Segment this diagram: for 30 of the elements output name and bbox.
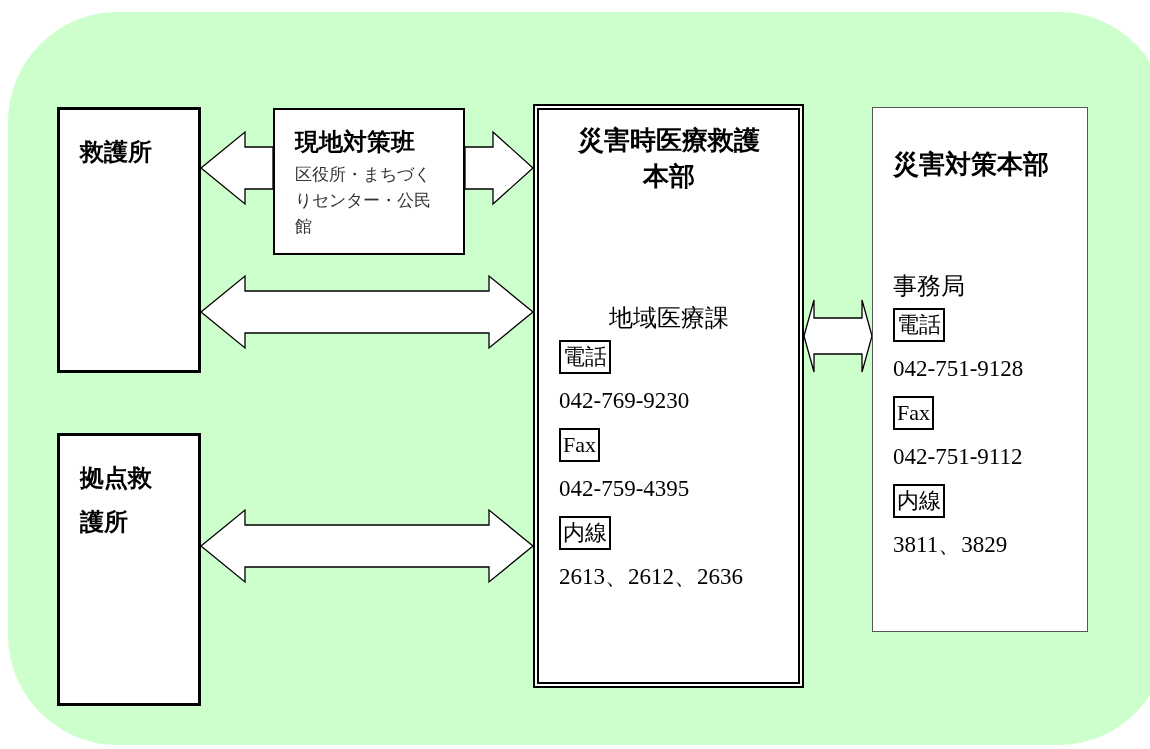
label-box: 内線 (559, 516, 611, 550)
label-box: 内線 (893, 484, 945, 518)
double-arrow (464, 130, 534, 206)
box-title: 災害対策本部 (893, 148, 1050, 181)
site-box (57, 107, 201, 373)
team-location: 区役所・まちづくりセンター・公民館 (295, 164, 432, 238)
label-box: Fax (559, 428, 600, 462)
contact-number: 042-751-9128 (893, 355, 1025, 383)
double-arrow (803, 299, 873, 373)
contact-number: 3811、3829 (893, 531, 1009, 559)
team-title: 現地対策班 (295, 127, 416, 158)
site-title: 拠点救護所 (80, 463, 153, 538)
label-box: 電話 (893, 308, 945, 342)
double-arrow (199, 274, 535, 350)
department-name: 地域医療課 (607, 303, 730, 334)
label-box: Fax (893, 396, 934, 430)
site-title: 救護所 (80, 137, 153, 168)
contact-number: 042-759-4395 (559, 475, 691, 503)
contact-number: 042-769-9230 (559, 387, 691, 415)
site-box (57, 433, 201, 706)
label-box: 電話 (559, 340, 611, 374)
box-title: 災害時医療救護本部 (576, 124, 761, 193)
contact-number: 042-751-9112 (893, 443, 1024, 471)
double-arrow (199, 508, 535, 584)
headquarters-box (533, 104, 804, 688)
double-arrow (199, 130, 274, 206)
contact-number: 2613、2612、2636 (559, 563, 744, 591)
team-box (273, 108, 465, 255)
office-box (872, 107, 1088, 632)
department-name: 事務局 (893, 271, 966, 302)
